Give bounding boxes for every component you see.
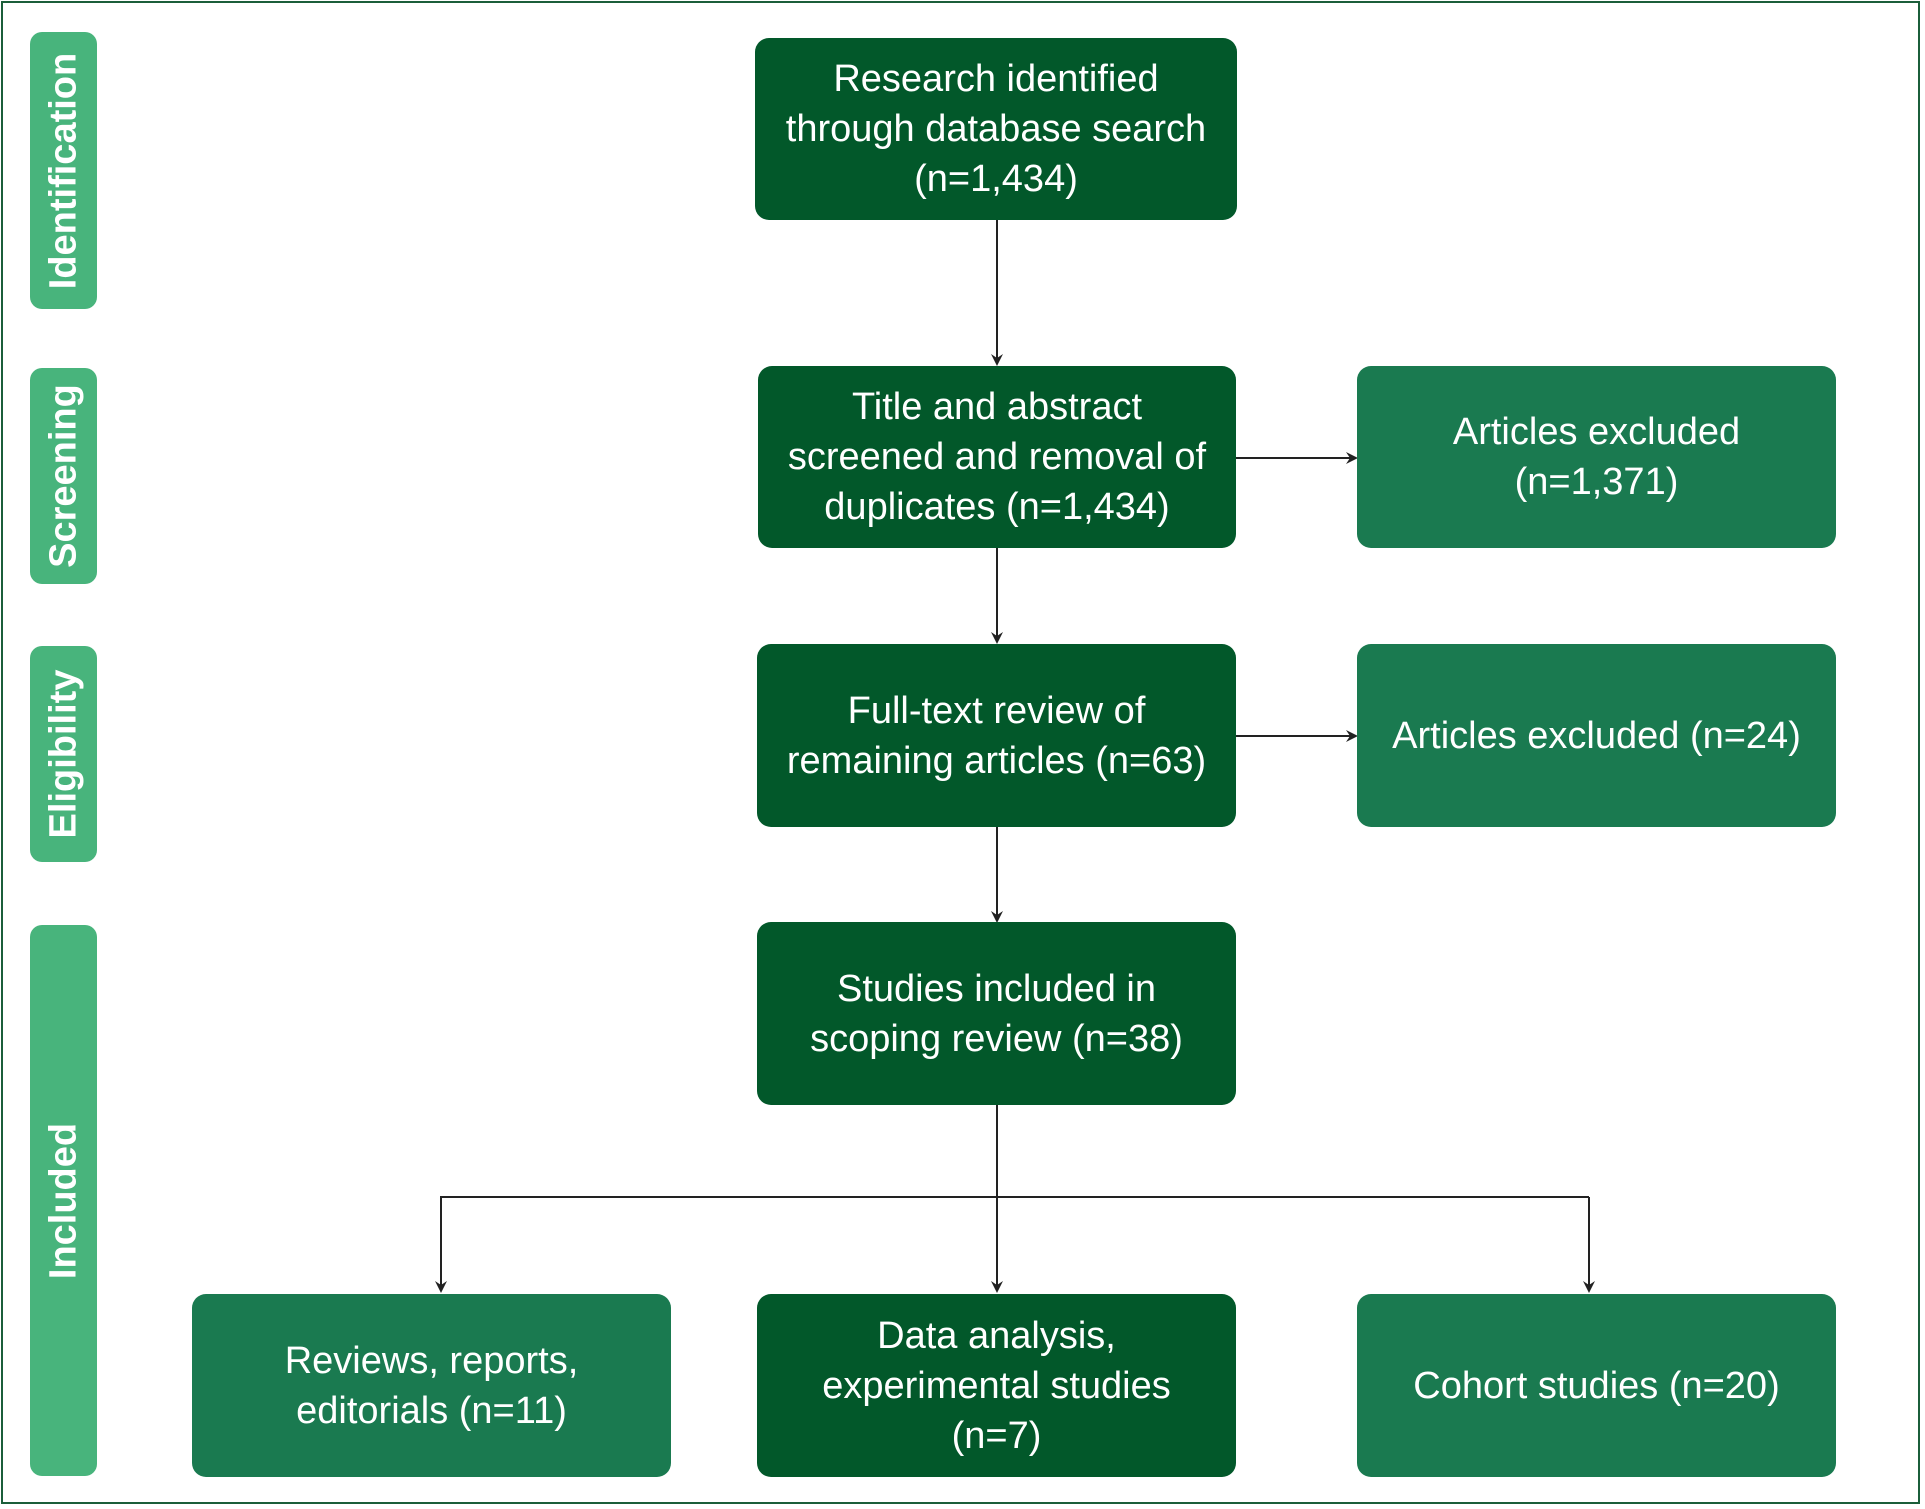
box-reviews: Reviews, reports, editorials (n=11) [192, 1294, 671, 1477]
box-data-analysis-text: Data analysis, experimental studies (n=7… [822, 1314, 1171, 1457]
box-excluded-eligibility-text: Articles excluded (n=24) [1392, 714, 1801, 757]
box-full-text: Full-text review of remaining articles (… [757, 644, 1236, 827]
box-excluded-screening-text: Articles excluded (n=1,371) [1452, 411, 1741, 503]
box-data-analysis: Data analysis, experimental studies (n=7… [757, 1294, 1236, 1477]
box-identified: Research identified through database sea… [755, 38, 1237, 220]
box-screened-text: Title and abstract screened and removal … [787, 386, 1207, 528]
phase-bar-identification: Identification [30, 32, 97, 309]
box-cohort: Cohort studies (n=20) [1357, 1294, 1836, 1477]
phase-bar-included: Included [30, 925, 97, 1476]
box-included-text: Studies included in scoping review (n=38… [810, 967, 1183, 1060]
box-identified-text: Research identified through database sea… [785, 58, 1207, 200]
box-reviews-text: Reviews, reports, editorials (n=11) [284, 1339, 579, 1432]
phase-bar-screening: Screening [30, 368, 97, 584]
box-included: Studies included in scoping review (n=38… [757, 922, 1236, 1105]
phase-bar-eligibility: Eligibility [30, 646, 97, 862]
box-cohort-text: Cohort studies (n=20) [1413, 1364, 1780, 1407]
branch-line [440, 1196, 1589, 1198]
box-excluded-eligibility: Articles excluded (n=24) [1357, 644, 1836, 827]
box-excluded-screening: Articles excluded (n=1,371) [1357, 366, 1836, 548]
box-full-text-text: Full-text review of remaining articles (… [786, 689, 1207, 782]
box-screened: Title and abstract screened and removal … [758, 366, 1236, 548]
